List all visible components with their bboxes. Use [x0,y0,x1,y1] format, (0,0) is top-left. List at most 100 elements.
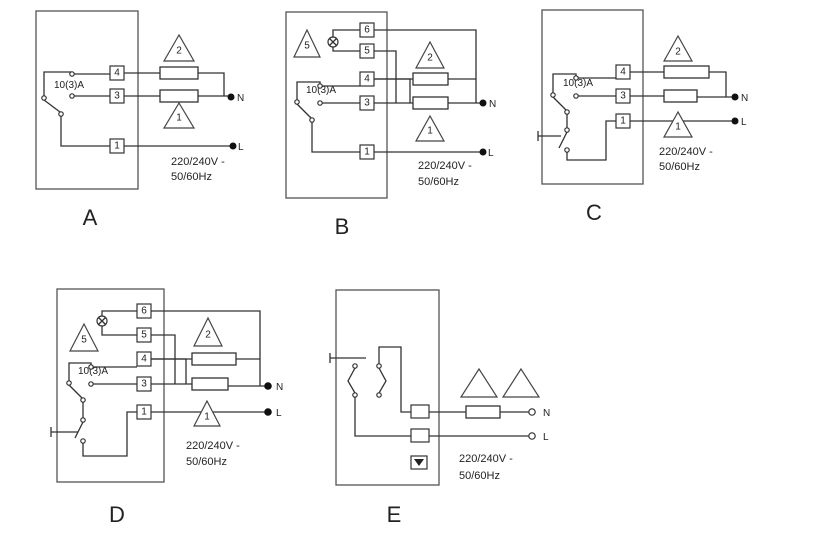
heater-resistor-b [412,72,449,86]
voltage-label-e: 220/240V - [459,453,513,465]
triangle-2-d [193,316,223,347]
switch-pivot-d [66,380,72,386]
cooler-resistor-a [159,89,199,103]
switch-blade-a [43,99,61,113]
manual-switch-bottom-d [80,438,86,444]
diagram-e: N L 220/240V - 50/60Hz E [329,289,550,527]
neutral-label-c: N [741,93,748,104]
switch-contact-bottom-a [58,111,64,117]
switch-blade-c [552,96,567,111]
heater-resistor-d [191,352,237,366]
wire-switch-upper-terminal-e [378,346,411,413]
neutral-terminal-c [731,93,739,101]
switch-contact-upper-c [573,75,579,81]
wire-to-t1-a [60,116,110,147]
triangle-2-c [662,34,694,62]
triangle-2-a-label: 2 [176,46,182,57]
thermostat-housing-e [335,289,440,486]
frequency-label-e: 50/60Hz [459,470,500,482]
triangle-5-d [69,322,99,352]
switch-contact-bottom-b [309,117,315,123]
triangle-2-a [162,33,196,62]
triangle-5-b-label: 5 [304,41,310,52]
switch-contact-tr-e [376,363,382,369]
terminal-lower-e [410,428,430,443]
switch-contact-br-e [376,392,382,398]
switch-blade-d [68,384,83,399]
diagram-a: 10(3)A 4 3 1 N L 2 1 220/240V - 50/60Hz … [35,10,244,230]
switch-contact-bl-e [352,392,358,398]
triangle-blank-left-e [459,367,499,398]
triangle-2-b-label: 2 [427,53,433,64]
switch-contact-tl-e [352,363,358,369]
line-label-a: L [238,142,244,153]
triangle-1-a [162,101,196,129]
wire-to-t1-c [566,120,616,161]
thermostat-housing-a [35,10,139,190]
wire-t6-n-d [151,310,261,386]
rating-label-a: 10(3)A [54,80,84,91]
frequency-label-a: 50/60Hz [171,171,212,183]
triangle-1-a-label: 1 [176,113,182,124]
neutral-terminal-e [528,408,536,416]
terminal-1-c-label: 1 [620,116,626,127]
voltage-label-d: 220/240V - [186,440,240,452]
manual-switch-blade-d [74,421,84,439]
terminal-upper-e [410,404,430,419]
terminal-5-b-label: 5 [364,46,370,57]
indicator-lamp-cross2-b [329,38,337,46]
neutral-label-e: N [543,408,550,419]
terminal-3-d-label: 3 [141,379,147,390]
wire-to-t1-d [82,411,137,457]
wire-lamp-t6-b [332,29,360,37]
switch-contact-lower-b [317,100,323,106]
cooler-resistor-d [191,377,229,391]
terminal-5-d-label: 5 [141,330,147,341]
wire-t4-bus-b [374,78,411,103]
triangle-1-b [414,114,446,142]
line-terminal-c [731,117,739,125]
wire-lamp-t6-d [101,310,137,316]
line-terminal-b [479,148,487,156]
triangle-5-b [293,28,321,58]
manual-switch-bottom-c [564,147,570,153]
switch-contact-upper-b [317,83,323,89]
wire-lamp-t5-d [101,326,137,336]
triangle-2-d-label: 2 [205,330,211,341]
switch-pivot-a [41,95,47,101]
switch-contact-bottom-c [564,109,570,115]
line-label-c: L [741,117,747,128]
thermostat-housing-d [56,288,165,483]
switch-blade-right-e [378,367,387,394]
thermostat-housing-c [541,9,644,185]
switch-blade-left-e [347,367,356,394]
neutral-label-d: N [276,382,283,393]
common-wire-b [296,81,321,100]
switch-blade-b [296,103,312,119]
diagram-d-title: D [109,502,125,527]
cooler-resistor-b [412,96,449,110]
switch-contact-upper-d [88,364,94,370]
terminal-4-a-label: 4 [114,68,120,79]
line-terminal-d [264,408,272,416]
switch-contact-lower-d [88,381,94,387]
diagram-e-title: E [387,502,402,527]
triangle-blank-right-e [501,367,541,398]
heater-resistor-a [159,66,199,80]
triangle-1-c-label: 1 [675,122,681,133]
rating-label-b: 10(3)A [306,85,336,96]
wire-heater-n-c [709,71,727,97]
switch-contact-lower-c [573,93,579,99]
terminal-1-d-label: 1 [141,407,147,418]
frequency-label-b: 50/60Hz [418,176,459,188]
earth-icon [414,459,424,466]
indicator-lamp-cross2-d [98,317,106,325]
line-label-b: L [488,148,494,159]
terminal-4-b-label: 4 [364,74,370,85]
neutral-label-a: N [237,93,244,104]
diagram-d: 10(3)A 5 6 5 4 3 1 [50,288,283,527]
line-terminal-e [528,432,536,440]
terminal-4-d-label: 4 [141,354,147,365]
switch-pivot-b [294,99,300,105]
